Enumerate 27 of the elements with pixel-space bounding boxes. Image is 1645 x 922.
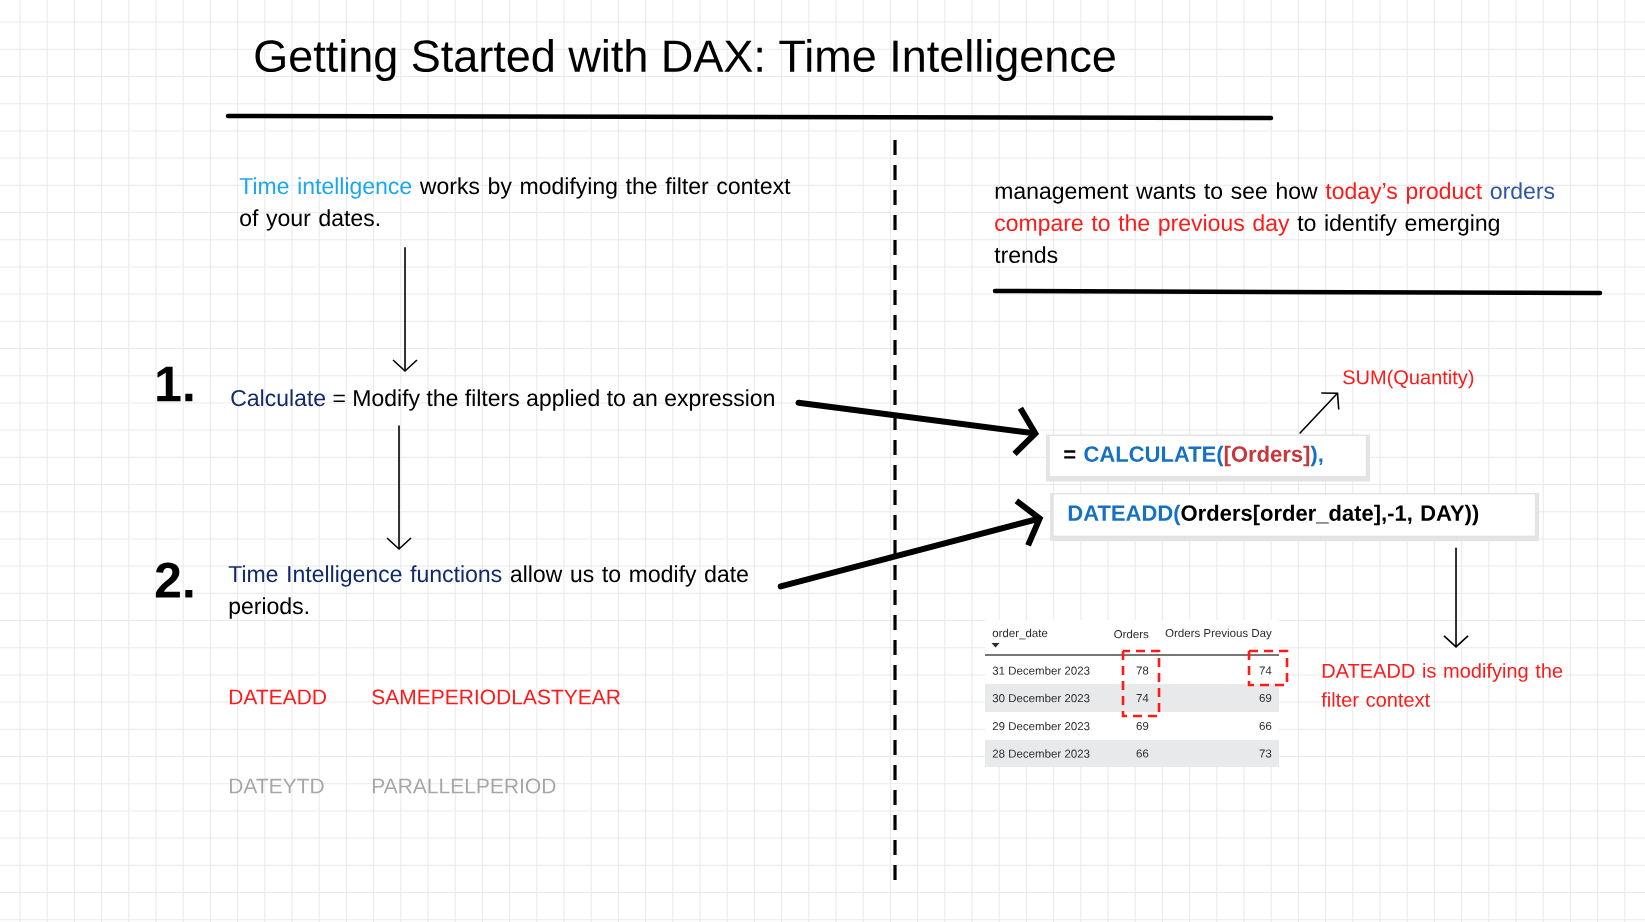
function-name: DATEYTD <box>229 778 324 794</box>
column-header: Orders <box>1103 620 1156 655</box>
table-cell: 69 <box>1103 712 1156 740</box>
formula-box: DATEADD(Orders[order_date],-1, DAY)) <box>1050 493 1539 541</box>
arrow <box>392 247 418 373</box>
table-cell: 74 <box>1103 684 1156 712</box>
step-text: Calculate = Modify the filters applied to an expression <box>231 389 774 411</box>
title: Getting Started with DAX: Time Intelligence <box>255 39 1115 81</box>
formula-box: = CALCULATE([Orders]), <box>1046 434 1370 482</box>
arrow <box>1299 392 1340 434</box>
function-name: PARALLELPERIOD <box>372 778 556 794</box>
description-text: management wants to see how today’s product orders compare to the previous day to identify emerging trends <box>994 182 1555 264</box>
step-text: Time Intelligence functions allow us to modify date periods. <box>228 565 748 619</box>
function-name: DATEADD <box>229 689 326 705</box>
step-number: 2. <box>155 562 193 598</box>
function-name: SAMEPERIODLASTYEAR <box>372 689 620 705</box>
intro-text: Time intelligence works by modifying the filter context of your dates. <box>239 177 791 231</box>
annotation-text: SUM(Quantity) <box>1343 369 1474 389</box>
table-cell: 66 <box>1103 740 1156 767</box>
table-cell: 78 <box>1103 655 1156 684</box>
arrow <box>1443 547 1469 648</box>
node-label: = CALCULATE([Orders]), <box>1064 445 1323 467</box>
arrow <box>777 498 1044 590</box>
annotation-text: DATEADD is modifying the filter context <box>1321 663 1563 707</box>
arrow <box>795 399 1040 457</box>
step-number: 1. <box>157 366 193 402</box>
arrow <box>386 425 412 551</box>
